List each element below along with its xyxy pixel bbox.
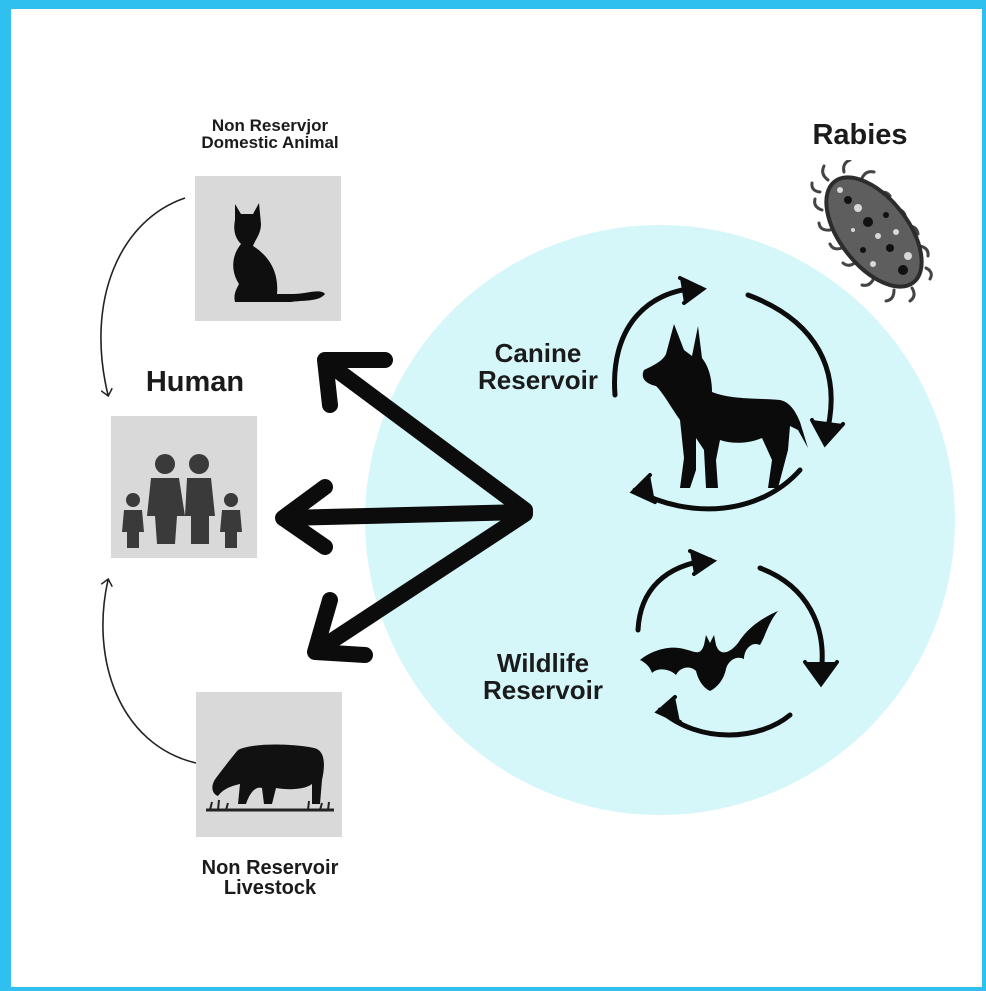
wildlife-reservoir-label-line-1: Wildlife <box>458 650 628 677</box>
human-box <box>111 416 257 558</box>
canine-reservoir-label: Canine Reservoir <box>448 340 628 394</box>
diagram-title: Rabies <box>780 120 940 150</box>
canine-reservoir-label-line-1: Canine <box>448 340 628 367</box>
virus-icon <box>808 160 948 310</box>
arrow-to-human <box>285 512 525 518</box>
bat-icon <box>640 605 780 695</box>
family-icon <box>111 416 257 558</box>
wildlife-reservoir-label: Wildlife Reservoir <box>458 650 628 704</box>
canine-reservoir-label-line-2: Reservoir <box>448 367 628 394</box>
domestic-animal-label: Non Reservjor Domestic Animal <box>150 117 390 151</box>
dog-icon <box>640 320 810 490</box>
livestock-label-line-2: Livestock <box>150 878 390 898</box>
human-label: Human <box>120 367 270 397</box>
domestic-animal-label-line-2: Domestic Animal <box>150 134 390 151</box>
cat-icon <box>195 176 341 321</box>
livestock-label-line-1: Non Reservoir <box>150 858 390 878</box>
cow-icon <box>196 692 342 837</box>
livestock-box <box>196 692 342 837</box>
livestock-label: Non Reservoir Livestock <box>150 858 390 898</box>
domestic-animal-box <box>195 176 341 321</box>
livestock-to-human-arrow <box>103 580 196 763</box>
wildlife-reservoir-label-line-2: Reservoir <box>458 677 628 704</box>
domestic-animal-label-line-1: Non Reservjor <box>150 117 390 134</box>
